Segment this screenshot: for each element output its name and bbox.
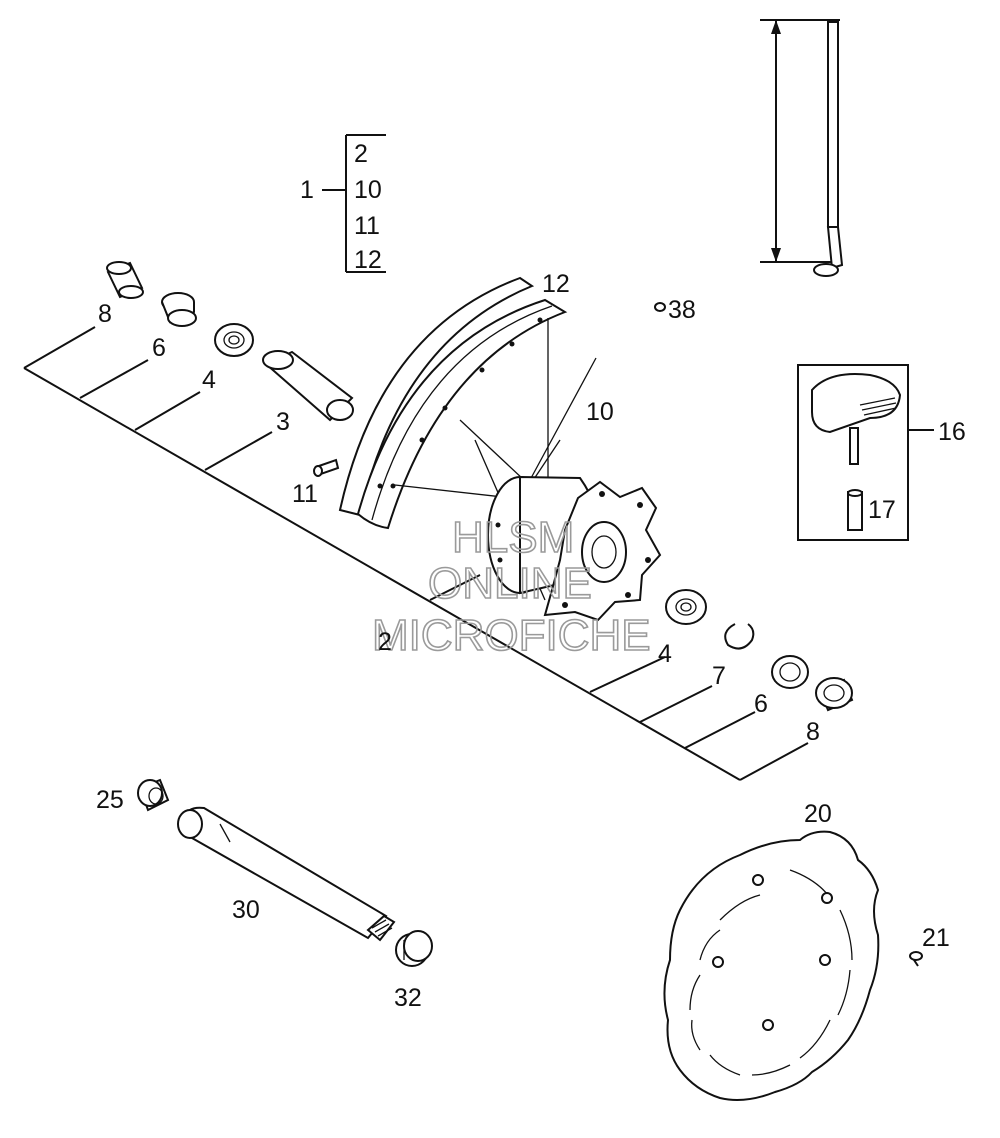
set-item-10: 10 <box>354 176 382 204</box>
assembly-axis <box>23 326 809 781</box>
callout-6-left: 6 <box>152 334 166 362</box>
callout-20: 20 <box>804 800 832 828</box>
callout-2: 2 <box>378 628 392 656</box>
axle-cap-25 <box>137 778 170 812</box>
callout-8-right: 8 <box>806 718 820 746</box>
callout-17: 17 <box>868 496 896 524</box>
callout-11: 11 <box>292 480 318 508</box>
watermark-line1: HLSM <box>452 513 574 562</box>
bearing-4-right <box>665 589 707 625</box>
set-item-12: 12 <box>354 246 382 274</box>
axle-30 <box>177 806 396 942</box>
spacer-tube-3 <box>262 350 354 422</box>
bearing-4-left <box>214 323 254 357</box>
seal-6-left <box>161 292 197 327</box>
disc-screw-21 <box>909 951 923 967</box>
callout-32: 32 <box>394 984 422 1012</box>
callout-12: 12 <box>542 270 570 298</box>
callout-7: 7 <box>712 662 726 690</box>
callout-4-right: 4 <box>658 640 672 668</box>
watermark-line2: ONLINE <box>428 559 592 608</box>
screw-38 <box>654 302 666 312</box>
seal-6-right <box>771 655 809 689</box>
callout-3: 3 <box>276 408 290 436</box>
tube-box <box>797 364 934 541</box>
set-item-2: 2 <box>354 140 368 168</box>
spacer-8-left <box>106 261 144 299</box>
set-parent-label: 1 <box>300 176 314 204</box>
callout-10: 10 <box>586 398 614 426</box>
callout-8-left: 8 <box>98 300 112 328</box>
callout-21: 21 <box>922 924 950 952</box>
callout-labels: 8 6 4 3 11 12 38 10 2 4 7 6 8 16 17 25 3… <box>96 270 966 1012</box>
watermark: HLSM ONLINE MICROFICHE <box>371 512 651 661</box>
set-bracket: 1 2 10 11 12 <box>300 134 386 274</box>
nipple-11 <box>313 458 340 477</box>
axle-nut-32 <box>395 930 433 967</box>
set-item-11: 11 <box>354 212 380 240</box>
callout-25: 25 <box>96 786 124 814</box>
callout-38: 38 <box>668 296 696 324</box>
spacer-8-right <box>815 677 854 712</box>
callout-30: 30 <box>232 896 260 924</box>
watermark-line3: MICROFICHE <box>372 611 651 660</box>
callout-4-left: 4 <box>202 366 216 394</box>
hub-2 <box>487 475 662 622</box>
brake-disc-20 <box>663 830 880 1101</box>
callout-6-right: 6 <box>754 690 768 718</box>
rim-12 <box>338 276 568 530</box>
callout-16: 16 <box>938 418 966 446</box>
circlip-7 <box>724 623 755 650</box>
spoke-gauge <box>760 19 844 277</box>
